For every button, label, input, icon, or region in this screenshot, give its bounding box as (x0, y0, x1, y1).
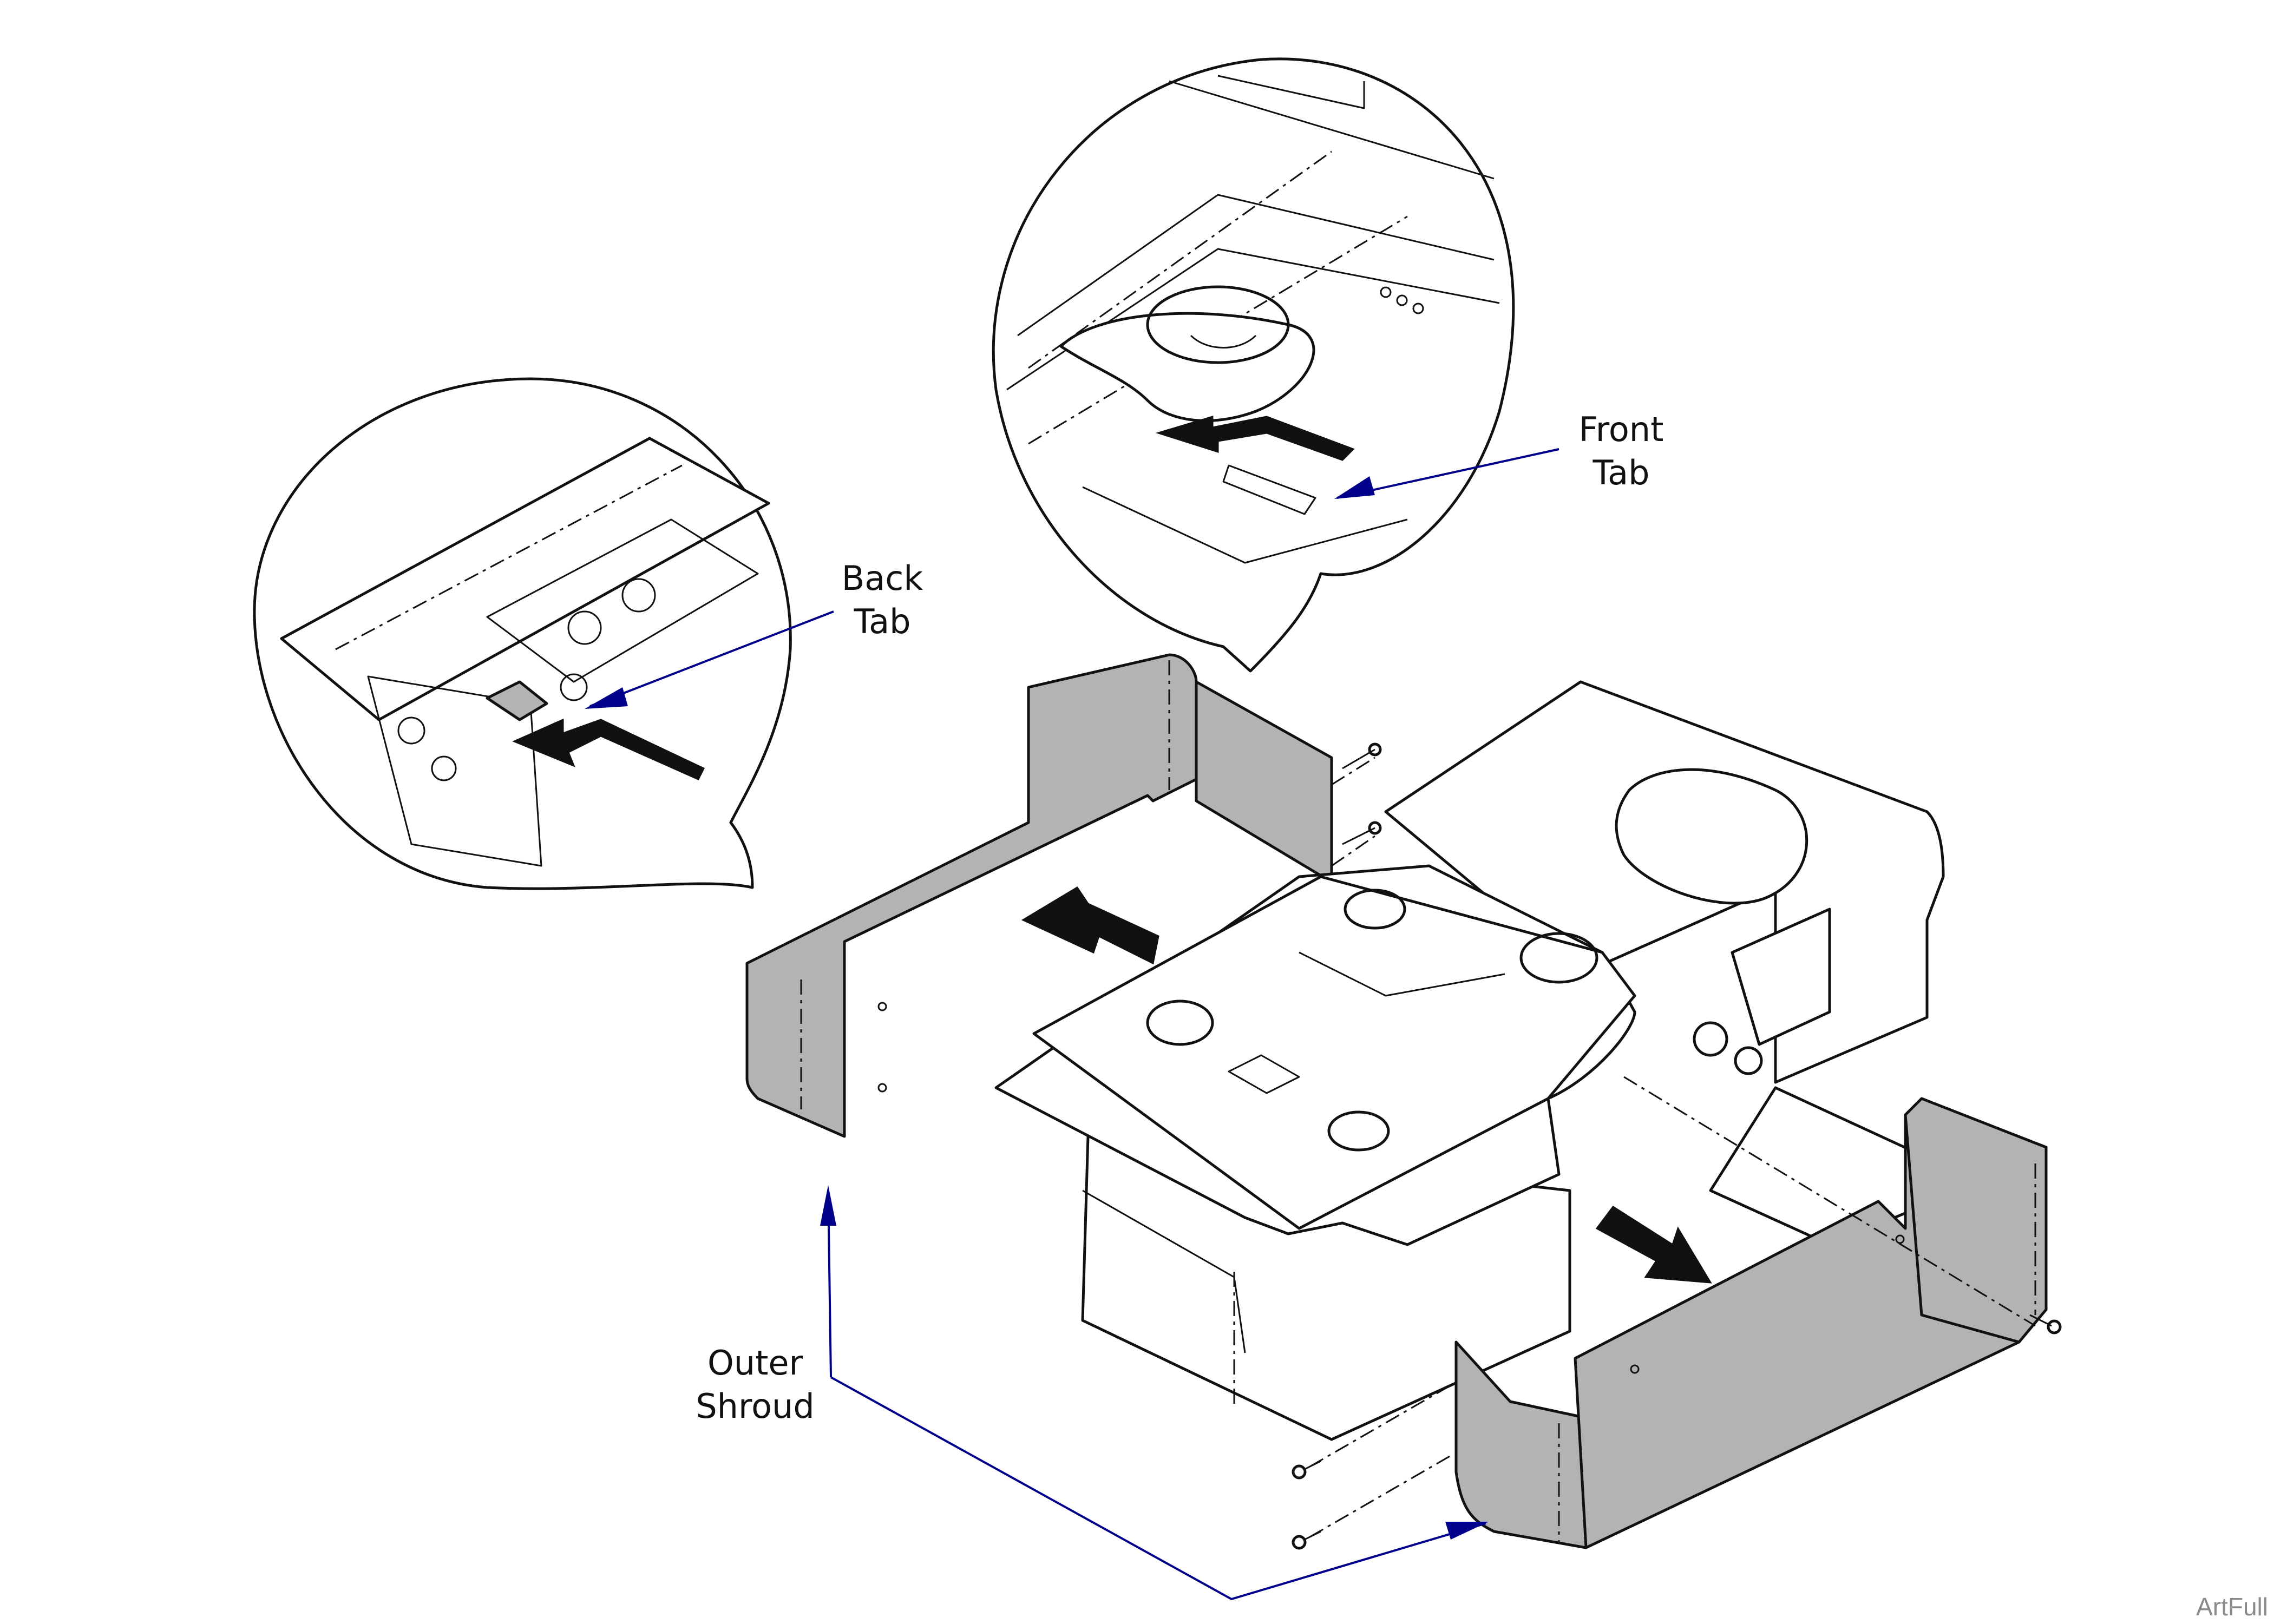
front-tab-push-arrow (1155, 415, 1355, 461)
front-tab-detail-interior (1006, 75, 1500, 564)
callout-labels: Back Tab Front Tab Outer Shroud (696, 410, 1663, 1426)
screw-front-left-upper (1292, 1384, 1451, 1480)
back-tab-detail-interior (280, 437, 770, 867)
screw-rear-upper (1331, 742, 1382, 786)
outer-shroud-label-line1: Outer (707, 1343, 803, 1383)
front-tab-leader (1336, 448, 1559, 499)
back-tab-push-arrow (512, 718, 705, 780)
back-tab-label-line2: Tab (854, 602, 911, 641)
front-outer-shroud-panel (1454, 1097, 2048, 1549)
outer-shroud-label-line2: Shroud (696, 1386, 814, 1426)
back-tab-detail-view (253, 377, 792, 890)
front-shroud-pull-arrow (1595, 1205, 1712, 1284)
front-tab-detail-view (992, 57, 1515, 673)
back-tab-label-line1: Back (842, 558, 923, 598)
back-tab-leader (589, 610, 834, 707)
screw-rear-lower (1331, 821, 1382, 867)
front-tab-label-line2: Tab (1593, 453, 1650, 492)
front-tab-label-line1: Front (1579, 410, 1664, 449)
screws (1292, 742, 2062, 1550)
rear-outer-shroud-panel (745, 653, 1333, 1138)
rear-shroud-push-arrow (1021, 886, 1159, 965)
leader-lines (585, 448, 1559, 1601)
screw-front-left-lower (1292, 1455, 1451, 1550)
chair-base-assembly (994, 680, 1961, 1441)
screw-front-right (1623, 1076, 2062, 1334)
art-tag-label: ArtFull (2196, 1593, 2268, 1621)
